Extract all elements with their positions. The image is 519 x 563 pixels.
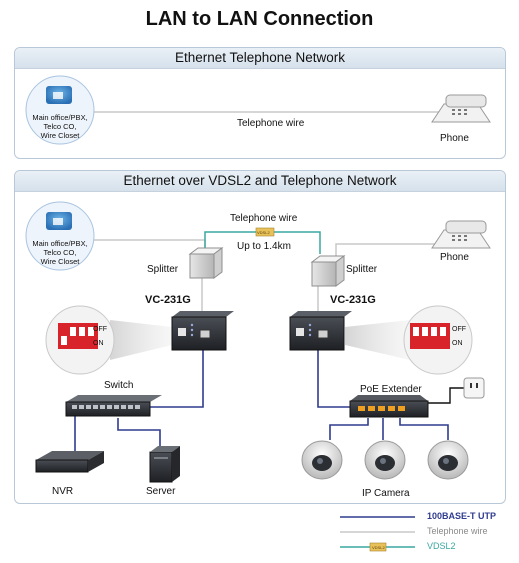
- bottom-wire-splitter-phone: [335, 243, 445, 262]
- bottom-office-line-1: Main office/PBX,: [32, 239, 88, 248]
- top-wire-label: Telephone wire: [237, 118, 305, 129]
- utp-poe-to-camera-1: [329, 418, 369, 440]
- splitter-right-icon: [310, 255, 346, 287]
- bottom-wire-label: Telephone wire: [230, 213, 298, 224]
- bottom-office-line-2: Telco CO,: [43, 248, 77, 257]
- legend-graphics: [340, 516, 415, 552]
- nvr-icon: [35, 451, 104, 473]
- bottom-office-icon: [25, 201, 95, 271]
- ip-camera-label: IP Camera: [362, 488, 410, 499]
- bottom-phone-icon: [431, 220, 491, 249]
- ip-camera-3-icon: [427, 440, 469, 480]
- distance-label: Up to 1.4km: [237, 241, 291, 252]
- legend-vdsl2-label: VDSL2: [427, 541, 456, 551]
- poe-extender-icon: [349, 395, 429, 418]
- top-office-label: Main office/PBX, Telco CO, Wire Closet: [30, 113, 90, 140]
- bottom-wire-office-splitter: [84, 239, 206, 254]
- dip-zoom-cone-left: [110, 320, 172, 360]
- ip-camera-1-icon: [301, 440, 343, 480]
- legend-telephone-label: Telephone wire: [427, 526, 488, 536]
- top-phone-label: Phone: [440, 133, 469, 144]
- switch-icon: [65, 395, 162, 417]
- bottom-office-label: Main office/PBX, Telco CO, Wire Closet: [30, 239, 90, 266]
- poe-power-cord: [428, 387, 466, 404]
- converter-left-icon: [171, 311, 234, 351]
- legend-vdsl2-badge-label: VDSL2: [372, 545, 385, 550]
- dip-switch-right: [403, 305, 473, 375]
- page-title: LAN to LAN Connection: [145, 8, 374, 30]
- converter-right-label: VC-231G: [330, 294, 376, 306]
- top-office-icon: [25, 75, 95, 145]
- splitter-left-label: Splitter: [147, 264, 179, 275]
- vdsl2-badge-label: VDSL2: [257, 229, 270, 235]
- vdsl2-badge: [255, 227, 275, 237]
- top-office-line-3: Wire Closet: [40, 131, 80, 140]
- bottom-office-line-3: Wire Closet: [40, 257, 80, 266]
- utp-poe-to-camera-3: [399, 418, 449, 440]
- utp-converter-to-switch: [150, 350, 204, 408]
- poe-extender-label: PoE Extender: [360, 384, 422, 395]
- panel-bottom-header: Ethernet over VDSL2 and Telephone Networ…: [15, 171, 505, 192]
- panel-ethernet-telephone: Ethernet Telephone Network: [14, 47, 506, 159]
- dip-right-off-label: OFF: [452, 326, 466, 333]
- converter-right-icon: [289, 311, 352, 351]
- top-office-line-2: Telco CO,: [43, 122, 77, 131]
- dip-switch-left: [45, 305, 115, 375]
- top-phone-icon: [431, 94, 491, 123]
- dip-right-on-label: ON: [452, 340, 463, 347]
- server-label: Server: [146, 486, 176, 497]
- legend-utp-label: 100BASE-T UTP: [427, 511, 497, 521]
- power-outlet-icon: [463, 377, 485, 399]
- switch-label: Switch: [104, 380, 134, 391]
- dip-left-off-label: OFF: [93, 326, 107, 333]
- ip-camera-2-icon: [364, 440, 406, 480]
- dip-zoom-cone-right: [345, 320, 410, 360]
- nvr-label: NVR: [52, 486, 74, 497]
- legend-vdsl2-badge: [369, 542, 387, 552]
- dip-left-on-label: ON: [93, 340, 104, 347]
- utp-switch-to-server: [117, 418, 161, 455]
- splitter-right-label: Splitter: [346, 264, 378, 275]
- converter-left-label: VC-231G: [145, 294, 191, 306]
- bottom-phone-label: Phone: [440, 252, 469, 263]
- top-office-line-1: Main office/PBX,: [32, 113, 88, 122]
- panel-top-header: Ethernet Telephone Network: [15, 48, 505, 69]
- utp-converter-to-poe: [317, 350, 350, 408]
- splitter-left-icon: [188, 247, 224, 279]
- server-icon: [149, 446, 180, 483]
